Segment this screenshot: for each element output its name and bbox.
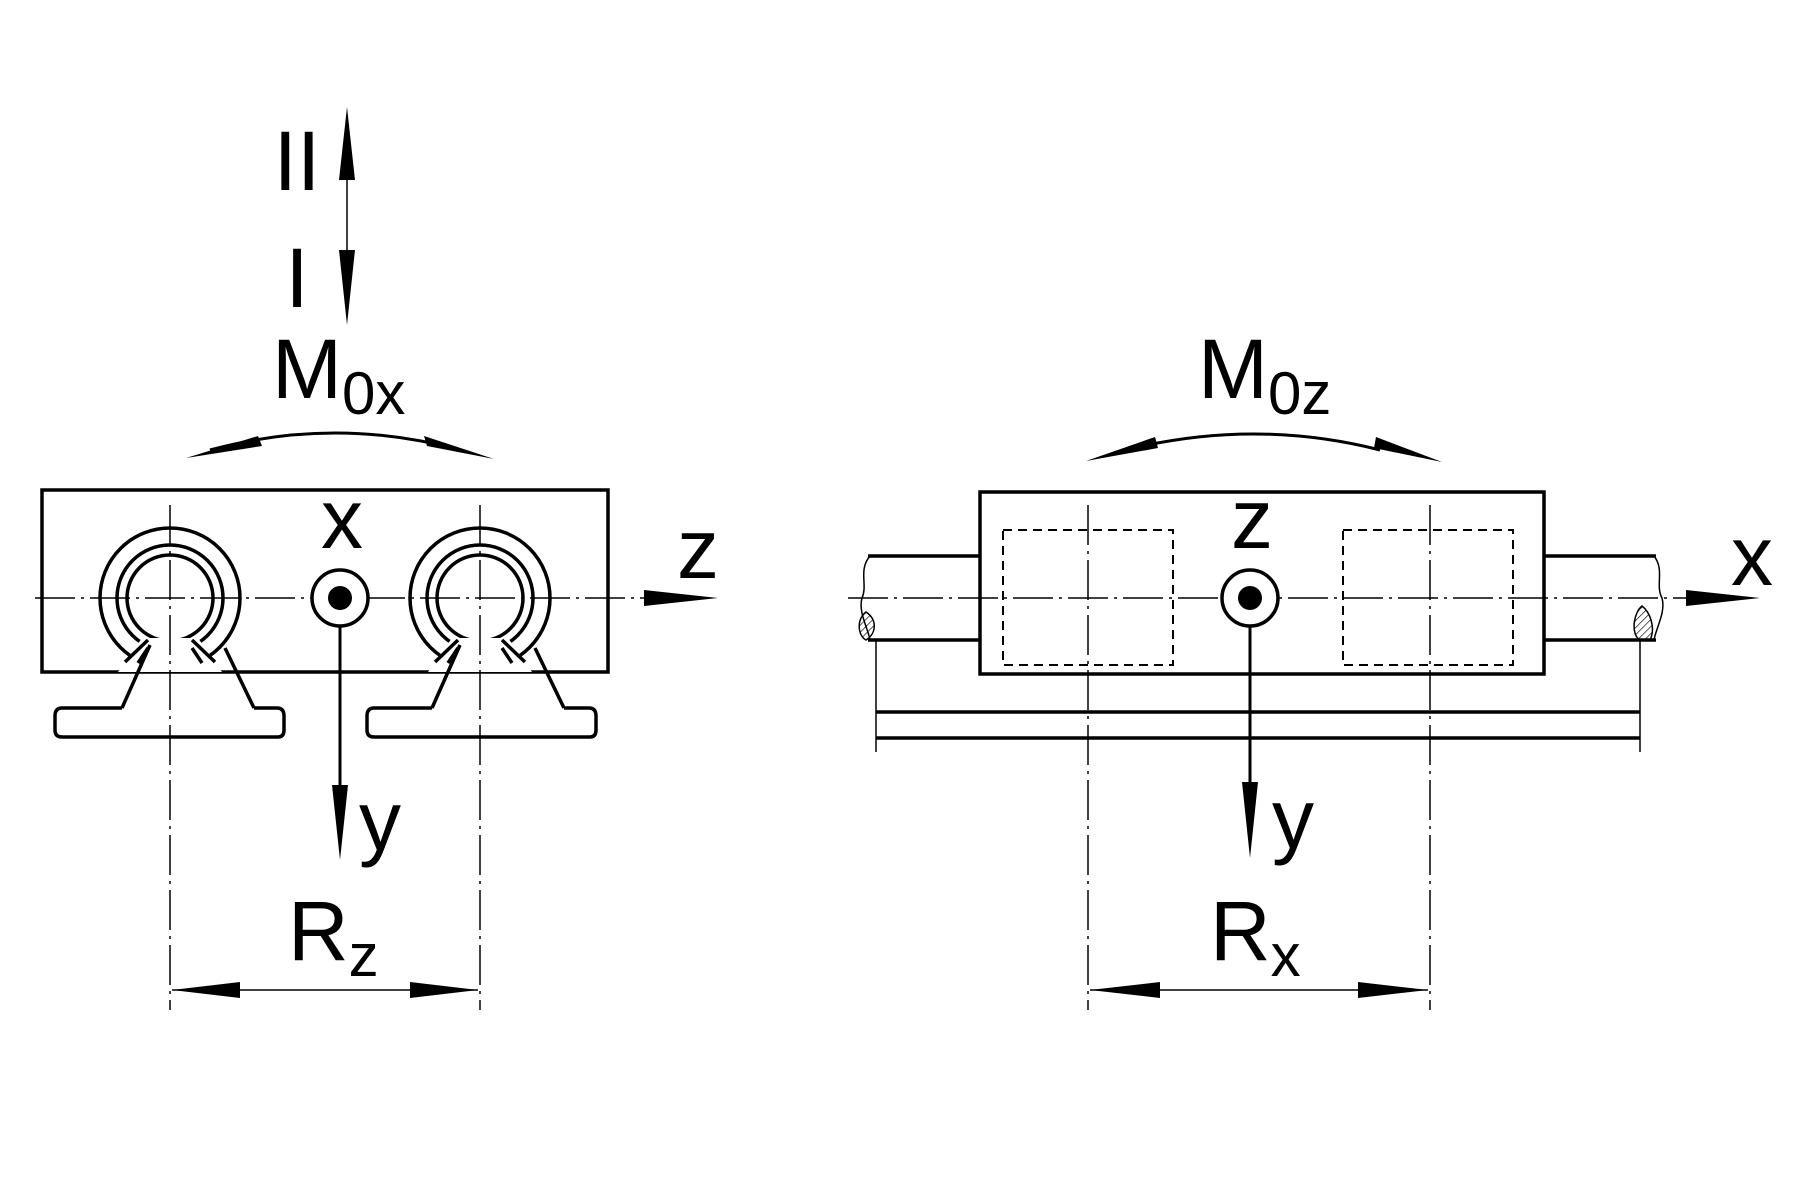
rail-base bbox=[875, 640, 1641, 752]
hidden-bearing-left bbox=[1002, 529, 1174, 666]
z-axis-symbol bbox=[1220, 568, 1280, 628]
axis-label-x: x bbox=[321, 472, 363, 566]
axis-label-x-right: x bbox=[1731, 509, 1773, 603]
dimension-rx bbox=[1090, 982, 1428, 998]
axis-label-z-right: z bbox=[1231, 472, 1273, 566]
direction-arrow bbox=[339, 107, 355, 325]
dimension-label-rx: Rx bbox=[1210, 884, 1301, 989]
carriage-body-side bbox=[978, 490, 1546, 676]
carriage-body bbox=[40, 488, 610, 674]
moment-arrow-m0x bbox=[186, 431, 494, 459]
axis-label-y-left: y bbox=[359, 774, 401, 868]
moment-label-m0z: M0z bbox=[1198, 322, 1331, 427]
moment-arrow-m0z bbox=[1086, 432, 1442, 462]
right-view: M0z x bbox=[848, 322, 1773, 1010]
axis-label-y-right: y bbox=[1272, 772, 1314, 866]
y-axis-arrowhead-left bbox=[332, 785, 348, 860]
dimension-label-rz: Rz bbox=[288, 884, 379, 989]
z-axis-arrowhead bbox=[644, 590, 718, 606]
axis-label-z: z bbox=[677, 502, 719, 596]
direction-label-i: I bbox=[285, 231, 308, 325]
direction-label-ii: II bbox=[274, 114, 321, 208]
moment-label-m0x: M0x bbox=[272, 322, 405, 427]
shaft-right-end bbox=[1544, 554, 1664, 642]
y-axis-arrowhead-right bbox=[1242, 782, 1258, 858]
x-axis-symbol bbox=[310, 568, 370, 628]
dimension-rz bbox=[172, 982, 478, 998]
right-shaft-assembly bbox=[365, 526, 598, 739]
x-axis-arrowhead bbox=[1686, 590, 1760, 606]
left-view: II I M0x bbox=[35, 107, 719, 1010]
